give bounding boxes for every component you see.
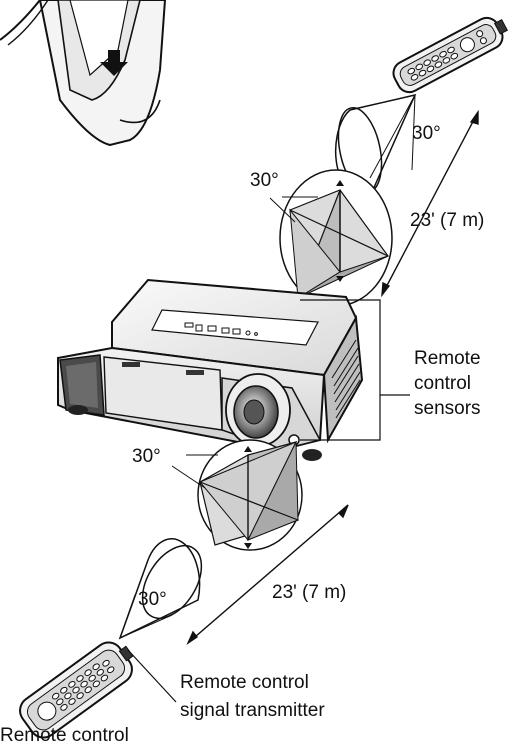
- remote-control-label: Remote control: [0, 725, 129, 746]
- transmitter-callout-line: [127, 649, 177, 703]
- top-remote-illustration: [392, 16, 509, 94]
- sensors-label-line-2: control: [414, 373, 472, 394]
- top-distance-arrow: [381, 109, 479, 298]
- sensors-callout-lines: [300, 299, 410, 441]
- sensors-label-line-1: Remote: [414, 348, 481, 369]
- top-sensor-angle-label: 30°: [250, 170, 279, 191]
- transmitter-label-line-1: Remote control: [180, 672, 309, 693]
- top-sensor-cone: [269, 169, 393, 307]
- projector-illustration: [57, 278, 364, 461]
- transmitter-label-line-2: signal transmitter: [180, 700, 325, 721]
- remote-battery-cover-illustration: [0, 0, 167, 147]
- bottom-remote-illustration: [19, 641, 134, 739]
- bottom-distance-label: 23' (7 m): [272, 582, 347, 603]
- bottom-remote-cone: [118, 538, 203, 640]
- sensors-label-line-3: sensors: [414, 398, 481, 419]
- bottom-remote-angle-label: 30°: [138, 589, 167, 610]
- bottom-sensor-cone: [171, 439, 303, 551]
- top-remote-angle-label: 30°: [412, 123, 441, 144]
- bottom-distance-arrow: [186, 504, 349, 645]
- bottom-sensor-angle-label: 30°: [132, 446, 161, 467]
- top-distance-label: 23' (7 m): [410, 210, 485, 231]
